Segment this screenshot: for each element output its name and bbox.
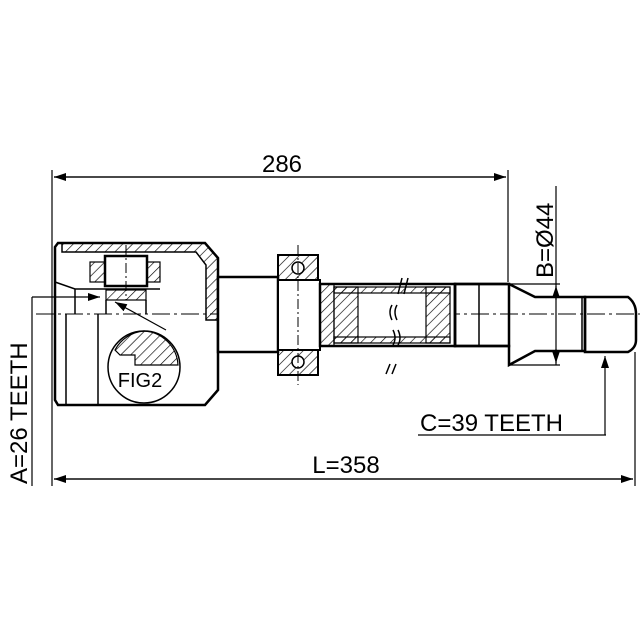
dimension-286 — [51, 170, 509, 486]
diameter-label: B=Ø44 — [532, 203, 559, 278]
diameter-dimension — [509, 186, 560, 366]
total-length-label: L=358 — [312, 452, 379, 479]
outer-teeth-label: C=39 TEETH — [420, 410, 563, 437]
output-stub — [453, 282, 638, 368]
shaft-neck — [216, 275, 280, 354]
outer-housing — [53, 241, 220, 407]
dimension-l — [54, 352, 636, 486]
bearing — [277, 245, 321, 385]
intermediate-tube — [318, 277, 457, 375]
inner-teeth-label: A=26 TEETH — [6, 342, 33, 484]
overall-length-label: 286 — [262, 151, 302, 178]
fig2-detail — [107, 330, 181, 404]
inner-teeth-leader — [31, 293, 100, 486]
outer-teeth-leader — [418, 356, 609, 436]
detail-label: FIG2 — [118, 370, 162, 392]
